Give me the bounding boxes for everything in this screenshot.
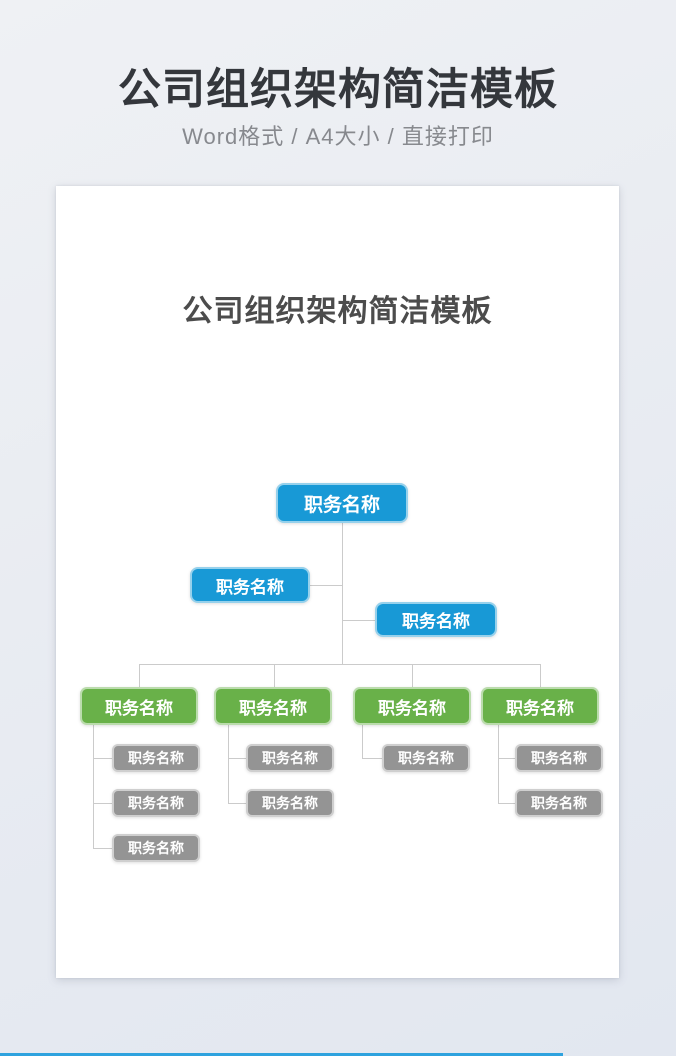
org-node-assistant-right: 职务名称 [375, 602, 497, 637]
org-chart: 职务名称 职务名称 职务名称 职务名称 职务名称 职务名称 职务名称 职务名称 … [56, 186, 619, 978]
connector-elbow [228, 803, 246, 804]
org-node-root: 职务名称 [276, 483, 408, 523]
connector-branch-dept-1 [93, 725, 94, 848]
document-preview: 公司组织架构简洁模板 职务名称 职务名称 职务名称 职务名称 职务名称 职务名称… [56, 186, 619, 978]
connector-drop-dept-2 [274, 664, 275, 687]
org-node-dept-2: 职务名称 [214, 687, 332, 725]
connector-root-spine [342, 523, 343, 664]
connector-assistant-right [342, 620, 375, 621]
connector-drop-dept-1 [139, 664, 140, 687]
org-node-leaf: 职务名称 [112, 789, 200, 817]
connector-elbow [93, 848, 112, 849]
org-node-leaf: 职务名称 [112, 834, 200, 862]
org-node-leaf: 职务名称 [112, 744, 200, 772]
connector-assistant-left [310, 585, 342, 586]
connector-elbow [498, 758, 515, 759]
org-node-dept-1: 职务名称 [80, 687, 198, 725]
connector-elbow [362, 758, 382, 759]
connector-drop-dept-4 [540, 664, 541, 687]
connector-branch-dept-3 [362, 725, 363, 758]
org-node-leaf: 职务名称 [382, 744, 470, 772]
org-node-assistant-left: 职务名称 [190, 567, 310, 603]
org-node-leaf: 职务名称 [246, 744, 334, 772]
connector-elbow [93, 758, 112, 759]
page-title: 公司组织架构简洁模板 [118, 66, 558, 114]
document-title: 公司组织架构简洁模板 [182, 295, 493, 328]
connector-elbow [228, 758, 246, 759]
connector-branch-dept-2 [228, 725, 229, 803]
connector-distribution-line [139, 664, 540, 665]
connector-branch-dept-4 [498, 725, 499, 803]
page-subtitle: Word格式 / A4大小 / 直接打印 [182, 124, 494, 149]
connector-elbow [498, 803, 515, 804]
org-node-leaf: 职务名称 [246, 789, 334, 817]
connector-elbow [93, 803, 112, 804]
org-node-dept-4: 职务名称 [481, 687, 599, 725]
connector-drop-dept-3 [412, 664, 413, 687]
org-node-leaf: 职务名称 [515, 744, 603, 772]
bottom-accent-bar [0, 1053, 563, 1056]
org-node-dept-3: 职务名称 [353, 687, 471, 725]
org-node-leaf: 职务名称 [515, 789, 603, 817]
